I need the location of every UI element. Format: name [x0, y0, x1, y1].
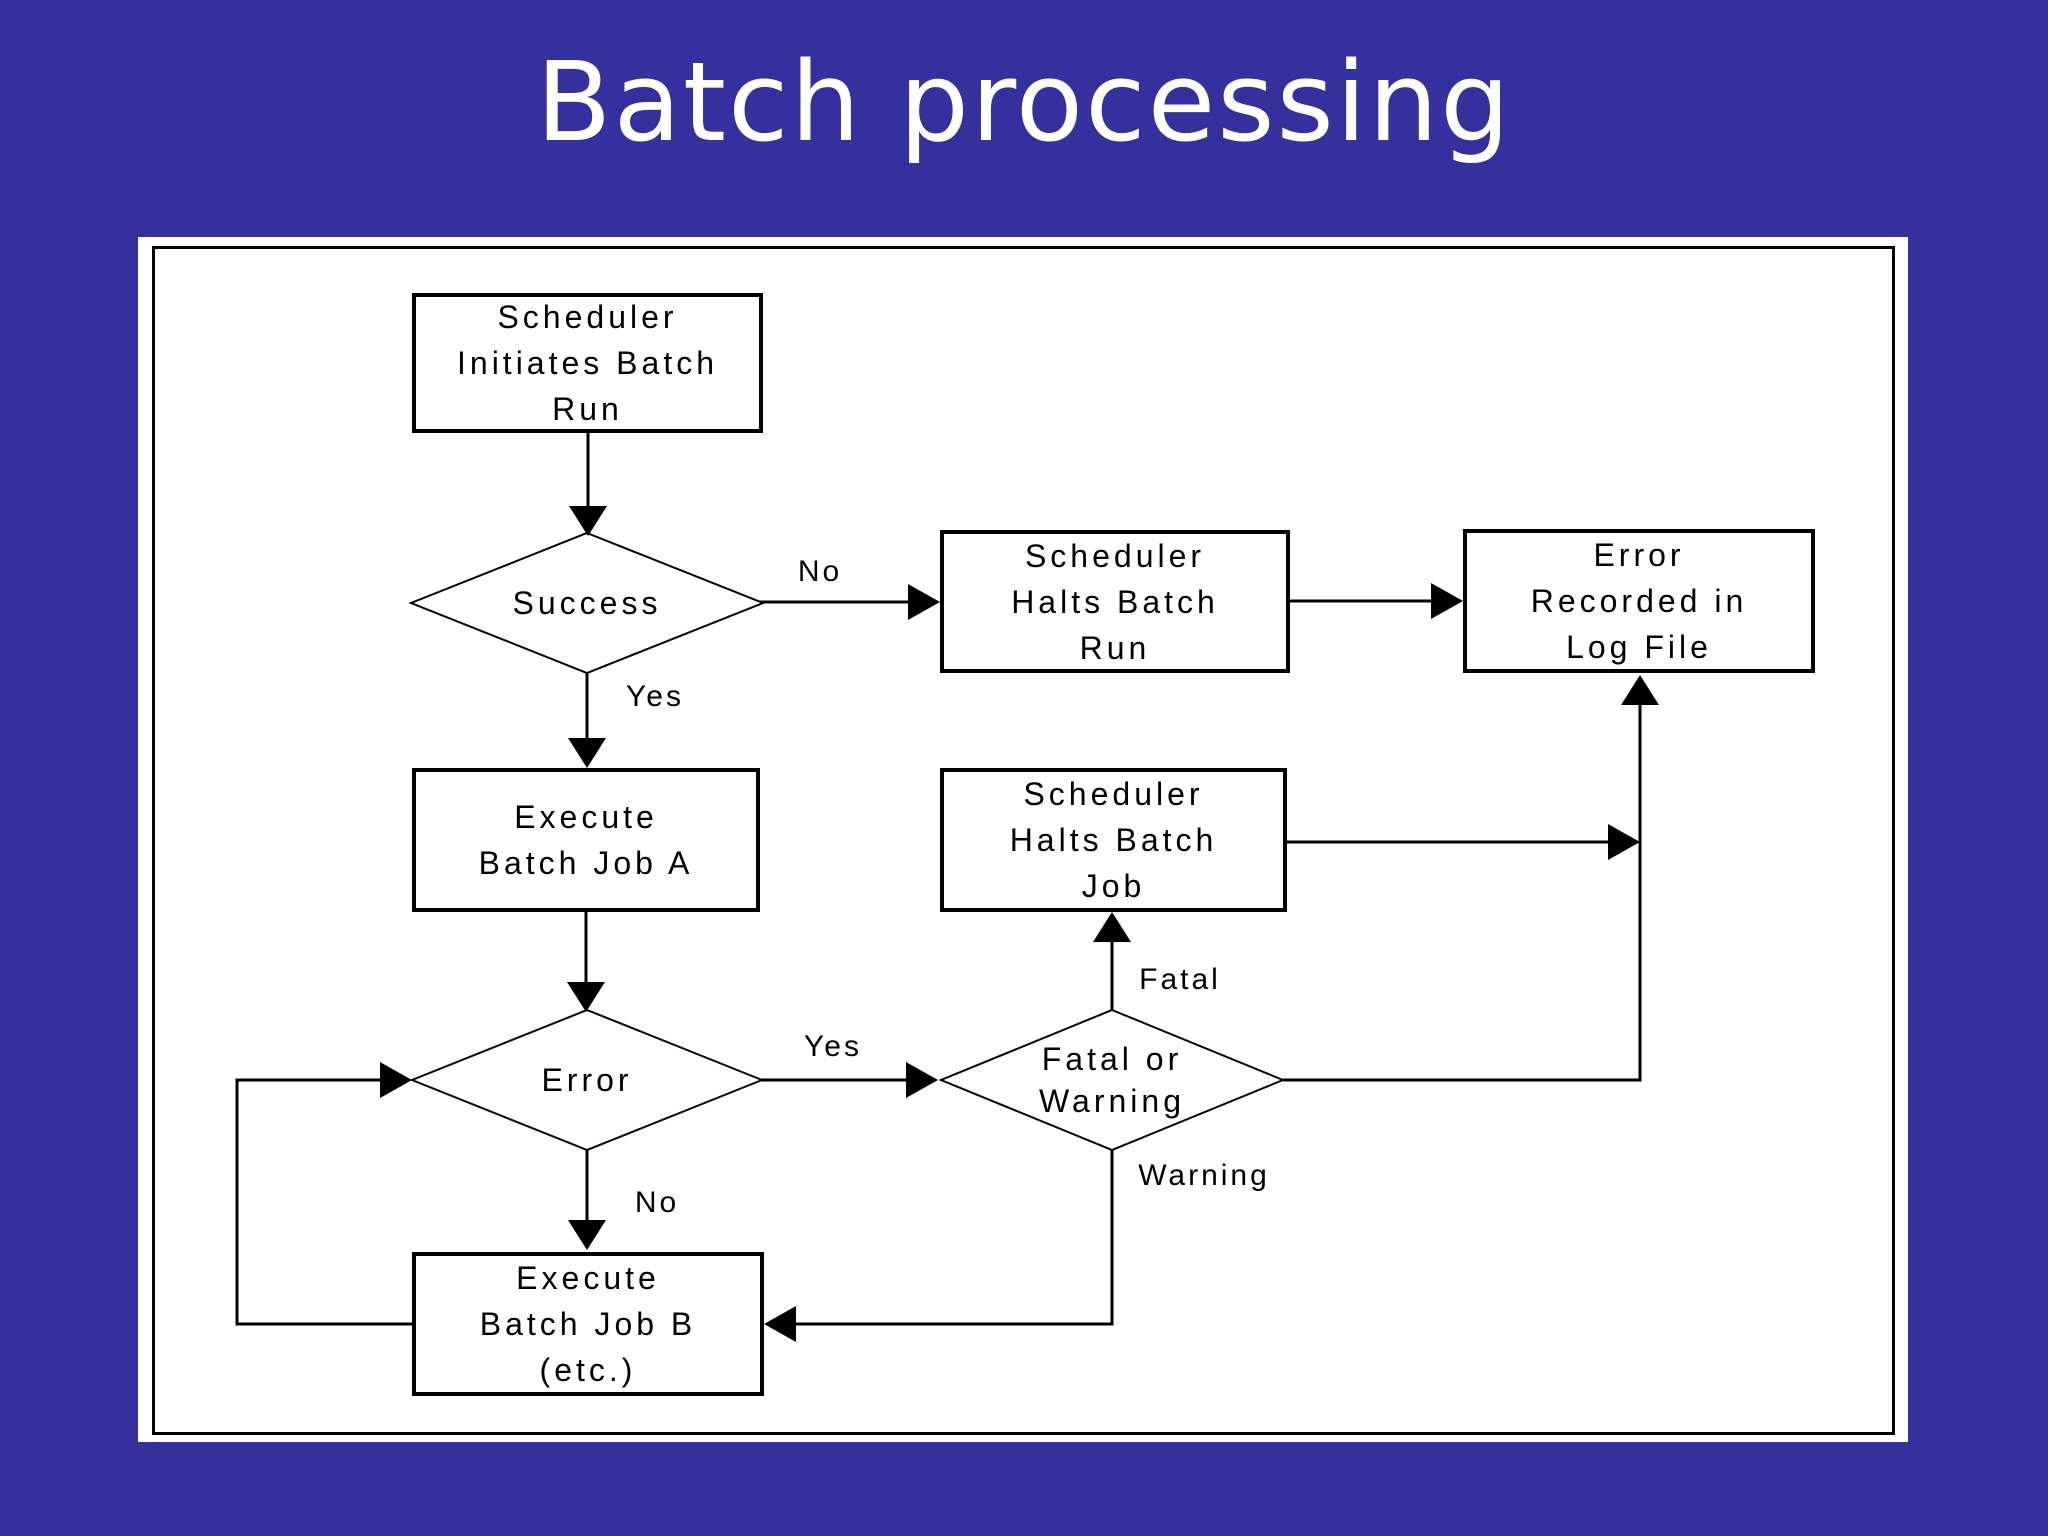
edge-label-no: No — [797, 555, 843, 588]
node-execute-batch-job-a: Execute Batch Job A — [412, 768, 760, 912]
arrowhead — [764, 1306, 796, 1342]
edge-label-fatal: Fatal — [1139, 963, 1221, 996]
decision-error-shape — [409, 1008, 765, 1152]
node-scheduler-initiates-batch-run: Scheduler Initiates Batch Run — [412, 293, 763, 433]
edge-warning-to-job-b — [796, 1150, 1114, 1326]
slide-title: Batch processing — [536, 38, 1512, 166]
arrowhead — [568, 738, 606, 768]
arrowhead — [1431, 583, 1463, 619]
arrowhead — [1093, 912, 1131, 942]
decision-fatal-warning-label: Fatal or Warning — [1039, 1041, 1185, 1119]
flowchart-panel-border — [152, 246, 1895, 1435]
arrowhead — [568, 1220, 606, 1250]
edge-fatal-warning-to-error-log — [1283, 703, 1642, 1082]
decision-error-label: Error — [541, 1062, 633, 1098]
edge-label-yes: Yes — [626, 680, 684, 713]
decision-success-label: Success — [512, 585, 662, 621]
node-scheduler-halts-batch-job: Scheduler Halts Batch Job — [940, 768, 1287, 912]
edge-job-b-loop-to-error — [235, 1078, 412, 1326]
node-scheduler-halts-batch-run: Scheduler Halts Batch Run — [940, 530, 1290, 673]
edge-label-no: No — [634, 1186, 680, 1219]
arrowhead — [1621, 675, 1659, 705]
node-error-recorded-in-log-file: Error Recorded in Log File — [1463, 529, 1815, 673]
edge-label-yes: Yes — [804, 1030, 862, 1063]
node-execute-batch-job-b: Execute Batch Job B (etc.) — [412, 1252, 764, 1396]
decision-fatal-warning-shape — [938, 1008, 1286, 1152]
arrowhead — [1608, 824, 1640, 860]
arrowhead — [906, 1062, 938, 1098]
arrowhead — [380, 1062, 412, 1098]
arrowhead — [569, 506, 607, 536]
arrowhead — [567, 982, 605, 1012]
edge-label-warning: Warning — [1138, 1159, 1270, 1192]
decision-success-shape — [408, 531, 766, 675]
arrowhead — [908, 584, 940, 620]
